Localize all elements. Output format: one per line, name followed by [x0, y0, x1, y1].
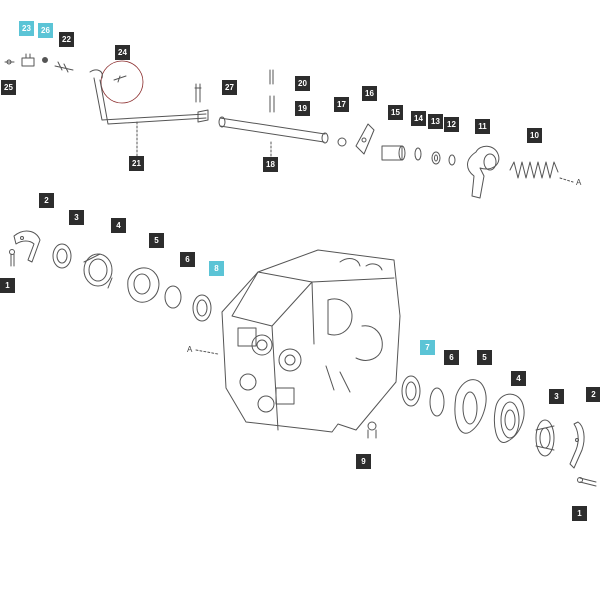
callout-6-left[interactable]: 6 — [180, 252, 195, 267]
part-7-right-seal[interactable] — [401, 375, 421, 407]
part-4-left-housing[interactable] — [83, 253, 113, 289]
callout-20[interactable]: 20 — [295, 76, 310, 91]
part-27-bolt[interactable] — [194, 83, 202, 103]
part-25-pin[interactable] — [4, 59, 15, 65]
callout-14[interactable]: 14 — [411, 111, 426, 126]
callout-24[interactable]: 24 — [115, 45, 130, 60]
callout-8[interactable]: 8 — [209, 261, 224, 276]
callout-2-left[interactable]: 2 — [39, 193, 54, 208]
reference-a-right: A — [576, 178, 582, 187]
callout-1-left[interactable]: 1 — [0, 278, 15, 293]
part-2-right-retainer[interactable] — [569, 421, 585, 469]
callout-19[interactable]: 19 — [295, 101, 310, 116]
part-6-left-ring[interactable] — [164, 285, 182, 309]
callout-27[interactable]: 27 — [222, 80, 237, 95]
part-22-bolt[interactable] — [54, 61, 74, 73]
part-3-left-bearing[interactable] — [52, 243, 72, 269]
part-26-ball[interactable] — [42, 57, 48, 63]
callout-4-left[interactable]: 4 — [111, 218, 126, 233]
callout-3-left[interactable]: 3 — [69, 210, 84, 225]
part-6-right-ring[interactable] — [429, 387, 445, 417]
callout-4-right[interactable]: 4 — [511, 371, 526, 386]
callout-16[interactable]: 16 — [362, 86, 377, 101]
callout-12[interactable]: 12 — [444, 117, 459, 132]
callout-13[interactable]: 13 — [428, 114, 443, 129]
callout-1-right[interactable]: 1 — [572, 506, 587, 521]
part-1-left-bolt[interactable] — [9, 249, 15, 267]
part-5-left-gasket[interactable] — [127, 267, 160, 303]
part-1-right-bolt[interactable] — [577, 477, 597, 487]
callout-25[interactable]: 25 — [1, 80, 16, 95]
callout-3-right[interactable]: 3 — [549, 389, 564, 404]
callout-2-right[interactable]: 2 — [586, 387, 600, 402]
part-4-right-housing[interactable] — [493, 393, 525, 443]
part-13-washer[interactable] — [431, 151, 441, 165]
callout-26[interactable]: 26 — [38, 23, 53, 38]
callout-22[interactable]: 22 — [59, 32, 74, 47]
part-11-shift-fork[interactable] — [467, 145, 500, 199]
callout-10[interactable]: 10 — [527, 128, 542, 143]
detail-circle — [100, 60, 144, 104]
part-2-left-retainer[interactable] — [13, 230, 41, 263]
part-21-shift-rod[interactable] — [89, 69, 209, 158]
part-24-spring-pin[interactable] — [113, 75, 127, 83]
part-3-right-bearing[interactable] — [535, 419, 555, 457]
callout-11[interactable]: 11 — [475, 119, 490, 134]
callout-18[interactable]: 18 — [263, 157, 278, 172]
part-20-pin[interactable] — [269, 69, 274, 85]
gearbox-housing[interactable] — [195, 249, 401, 433]
part-10-spring[interactable] — [509, 161, 574, 183]
part-9-drain-plug[interactable] — [367, 421, 377, 439]
part-8-seal[interactable] — [192, 294, 212, 322]
part-15-bushing[interactable] — [381, 145, 406, 161]
part-16-fork-plate[interactable] — [355, 123, 375, 155]
callout-21[interactable]: 21 — [129, 156, 144, 171]
part-12-clip[interactable] — [448, 154, 456, 166]
reference-a-left: A — [187, 345, 193, 354]
part-14-ring[interactable] — [414, 147, 422, 161]
part-23-clip[interactable] — [21, 53, 35, 67]
callout-5-left[interactable]: 5 — [149, 233, 164, 248]
part-5-right-gasket[interactable] — [454, 379, 487, 434]
part-19-pin[interactable] — [269, 95, 275, 113]
callout-23[interactable]: 23 — [19, 21, 34, 36]
callout-15[interactable]: 15 — [388, 105, 403, 120]
callout-17[interactable]: 17 — [334, 97, 349, 112]
callout-7[interactable]: 7 — [420, 340, 435, 355]
part-17-nut[interactable] — [337, 137, 347, 147]
callout-5-right[interactable]: 5 — [477, 350, 492, 365]
callout-6-right[interactable]: 6 — [444, 350, 459, 365]
callout-9[interactable]: 9 — [356, 454, 371, 469]
part-18-shaft[interactable] — [218, 116, 329, 158]
